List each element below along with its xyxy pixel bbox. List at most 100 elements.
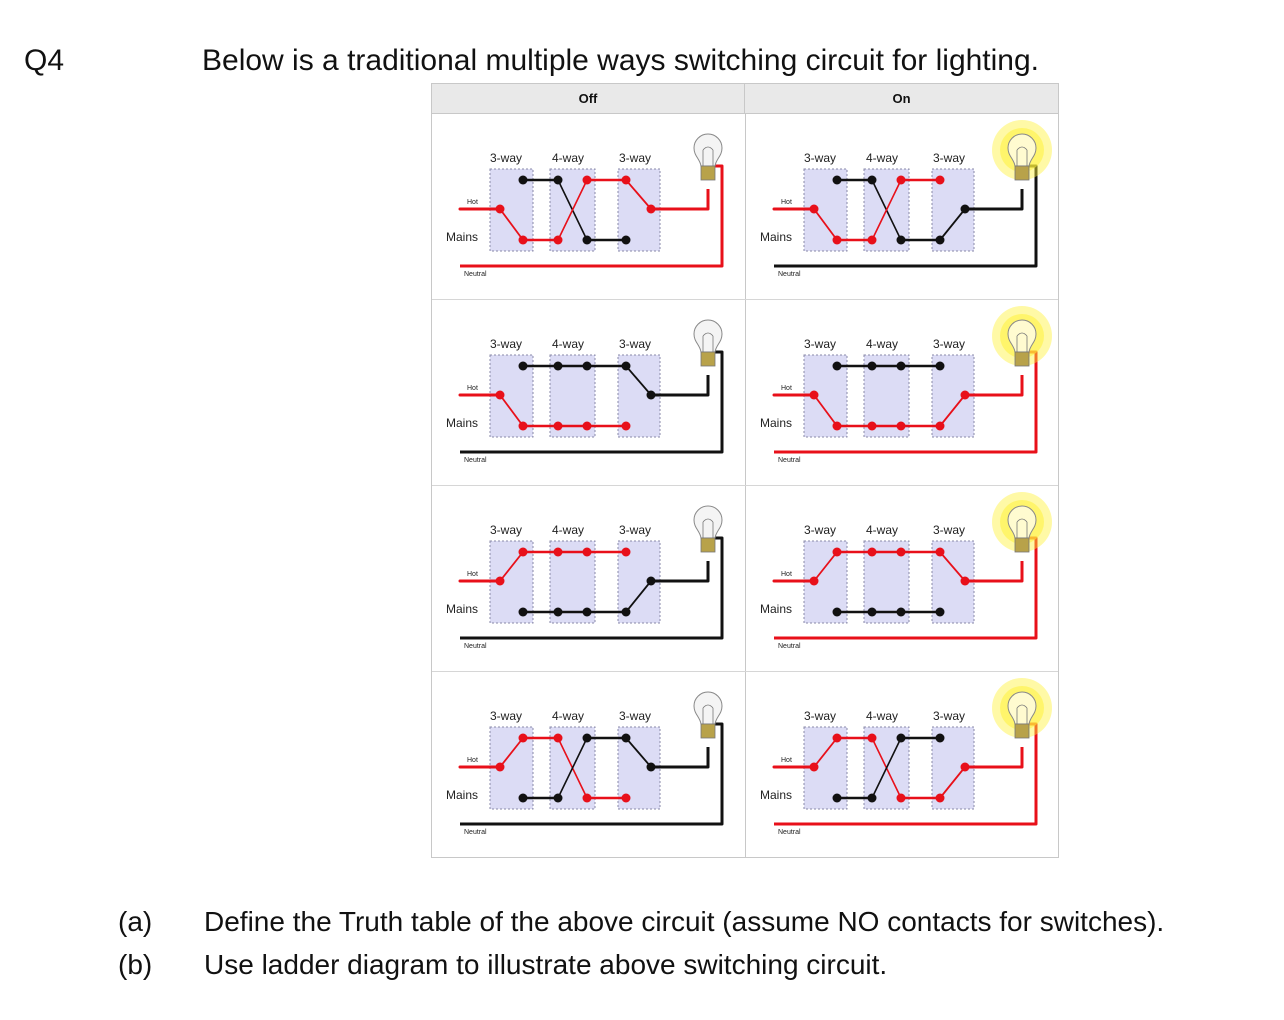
terminal-dot	[553, 235, 563, 245]
bulb-glass	[1007, 319, 1037, 353]
terminal-dot	[809, 390, 819, 400]
terminal-dot	[832, 793, 842, 803]
bulb-glass	[693, 319, 723, 353]
bulb-glass	[1007, 691, 1037, 725]
bulb-glass	[1007, 505, 1037, 539]
mains-label: Mains	[760, 230, 792, 244]
switch-label-4-way: 4-way	[552, 151, 584, 165]
neutral-label: Neutral	[464, 829, 487, 836]
terminal-dot	[518, 175, 528, 185]
bulb-glass	[693, 133, 723, 167]
terminal-dot	[553, 175, 563, 185]
switch-label-3-way: 3-way	[619, 151, 651, 165]
hot-label: Hot	[467, 571, 478, 578]
light-bulb-icon	[693, 691, 723, 739]
switch-2-contact	[871, 737, 902, 799]
terminal-dot	[621, 175, 631, 185]
switch-3-lever	[939, 394, 966, 427]
terminal-dot	[621, 361, 631, 371]
switch-3-lever	[939, 208, 966, 241]
switch-3-lever	[939, 766, 966, 799]
lamp-feed-wire	[651, 561, 710, 583]
hot-label: Hot	[781, 757, 792, 764]
terminal-dot	[896, 421, 906, 431]
terminal-dot	[960, 762, 970, 772]
switch-label-3-way: 3-way	[804, 523, 836, 537]
switch-label-3-way: 3-way	[933, 523, 965, 537]
terminal-dot	[553, 793, 563, 803]
switch-label-3-way: 3-way	[804, 151, 836, 165]
bulb-filament	[1016, 332, 1028, 352]
terminal-dot	[896, 175, 906, 185]
switch-1-lever	[813, 551, 838, 582]
switch-label-4-way: 4-way	[866, 523, 898, 537]
terminal-dot	[495, 204, 505, 214]
part-a-label: (a)	[118, 906, 153, 937]
bulb-base	[1014, 723, 1030, 739]
switch-2-contact	[557, 737, 588, 799]
neutral-label: Neutral	[778, 829, 801, 836]
column-header-off: Off	[432, 84, 745, 114]
bulb-filament	[1016, 704, 1028, 724]
bulb-base	[1014, 351, 1030, 367]
bulb-filament	[702, 332, 714, 352]
terminal-dot	[518, 733, 528, 743]
bulb-base	[700, 351, 716, 367]
terminal-dot	[960, 576, 970, 586]
terminal-dot	[646, 390, 656, 400]
mains-label: Mains	[446, 788, 478, 802]
terminal-dot	[896, 235, 906, 245]
terminal-dot	[518, 361, 528, 371]
terminal-dot	[646, 762, 656, 772]
lamp-feed-wire	[965, 375, 1024, 397]
terminal-dot	[518, 547, 528, 557]
terminal-dot	[832, 175, 842, 185]
column-header-on: On	[745, 84, 1058, 114]
light-bulb-icon	[693, 505, 723, 553]
terminal-dot	[621, 421, 631, 431]
switch-label-3-way: 3-way	[619, 523, 651, 537]
hot-label: Hot	[781, 199, 792, 206]
terminal-dot	[553, 607, 563, 617]
part-a-text: Define the Truth table of the above circ…	[204, 906, 1165, 937]
question-text: Below is a traditional multiple ways swi…	[202, 44, 1040, 77]
terminal-dot	[935, 361, 945, 371]
neutral-label: Neutral	[464, 643, 487, 650]
neutral-wire	[460, 164, 724, 268]
neutral-wire	[460, 536, 724, 640]
mains-label: Mains	[446, 416, 478, 430]
switch-label-3-way: 3-way	[619, 337, 651, 351]
terminal-dot	[518, 793, 528, 803]
terminal-dot	[867, 361, 877, 371]
terminal-dot	[832, 421, 842, 431]
terminal-dot	[582, 793, 592, 803]
terminal-dot	[582, 235, 592, 245]
terminal-dot	[960, 204, 970, 214]
terminal-dot	[935, 733, 945, 743]
bulb-filament	[702, 146, 714, 166]
terminal-dot	[582, 547, 592, 557]
mains-label: Mains	[760, 416, 792, 430]
terminal-dot	[582, 733, 592, 743]
light-bulb-icon	[992, 306, 1052, 367]
terminal-dot	[896, 607, 906, 617]
switch-label-3-way: 3-way	[490, 151, 522, 165]
terminal-dot	[582, 421, 592, 431]
switch-3-lever	[625, 365, 652, 396]
switch-label-3-way: 3-way	[804, 709, 836, 723]
switch-label-3-way: 3-way	[933, 337, 965, 351]
terminal-dot	[960, 390, 970, 400]
lamp-feed-wire	[965, 747, 1024, 769]
switch-1-lever	[813, 737, 838, 768]
terminal-dot	[495, 390, 505, 400]
terminal-dot	[867, 421, 877, 431]
switch-label-4-way: 4-way	[866, 337, 898, 351]
